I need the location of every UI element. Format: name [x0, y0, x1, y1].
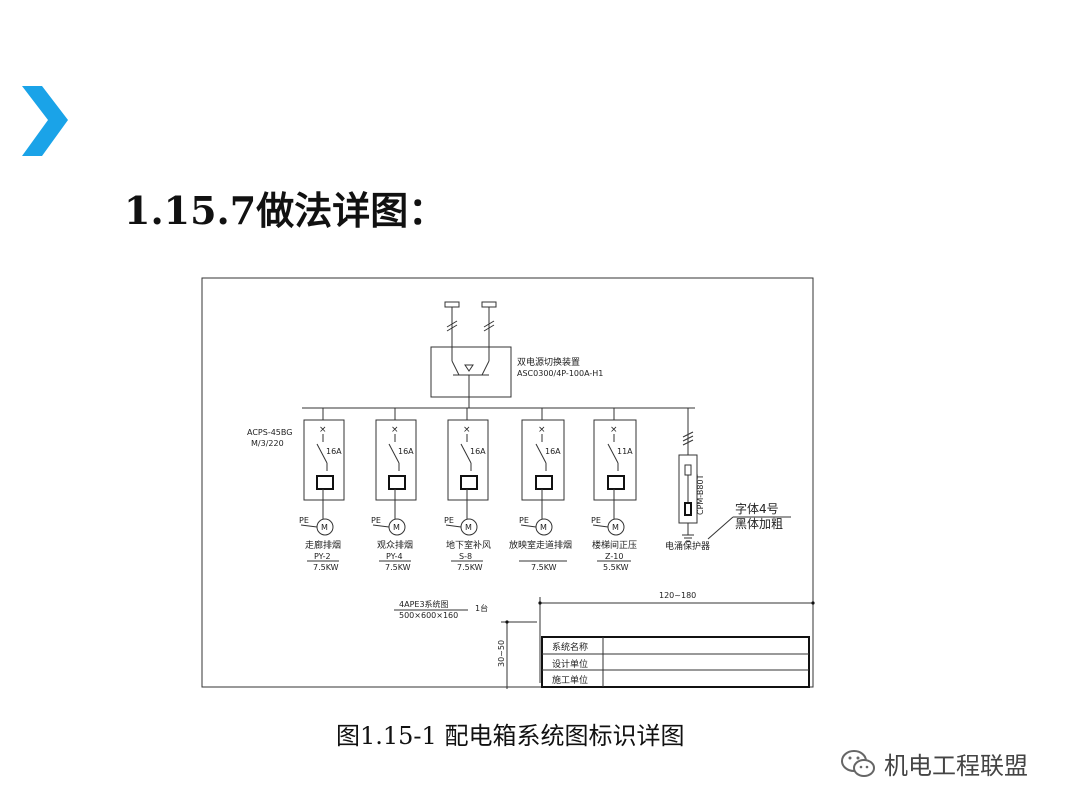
circuit-code: S-8: [459, 552, 472, 561]
incoming-terminal-1: [444, 301, 460, 347]
surge-protector: CPM-B80T 电涌保护器: [665, 408, 710, 552]
watermark: 机电工程联盟: [840, 746, 1028, 781]
box-size: 500×600×160: [399, 611, 458, 620]
pe-label: PE: [591, 516, 601, 525]
slide-title: 1.15.7做法详图：: [124, 188, 447, 233]
pe-label: PE: [371, 516, 381, 525]
motor-label: M: [393, 523, 400, 532]
motor-label: M: [321, 523, 328, 532]
dim-width: 120~180: [659, 591, 696, 600]
title-block-row: 系统名称: [552, 641, 588, 653]
circuit-power: 5.5KW: [603, 563, 629, 572]
pe-label: PE: [299, 516, 309, 525]
circuit-code: PY-2: [314, 552, 331, 561]
circuit-name: 观众排烟: [377, 539, 413, 551]
incoming-terminal-2: [481, 301, 497, 347]
circuit-5: × M PE 11A 楼梯间正压 Z-10 5.5KW: [591, 408, 637, 572]
circuit-name: 楼梯间正压: [592, 539, 637, 551]
circuit-3: × M PE 16A 地下室补风 S-8 7.5KW: [444, 408, 491, 572]
spd-model: CPM-B80T: [696, 474, 705, 515]
box-qty: 1台: [475, 603, 488, 613]
svg-text:×: ×: [538, 425, 546, 435]
circuit-code: PY-4: [386, 552, 403, 561]
circuit-rating: 16A: [398, 447, 414, 456]
circuit-1: × M PE 16A 走廊排烟 PY-2 7.5KW: [299, 408, 345, 572]
circuit-power: 7.5KW: [313, 563, 339, 572]
circuit-code: Z-10: [605, 552, 623, 561]
font-note-line1: 字体4号: [735, 501, 779, 516]
font-note-line2: 黑体加粗: [735, 517, 783, 531]
title-block-row: 设计单位: [552, 658, 588, 670]
svg-text:×: ×: [319, 425, 327, 435]
circuit-name: 地下室补风: [446, 539, 491, 551]
watermark-text: 机电工程联盟: [884, 752, 1028, 780]
box-model-line1: ACPS-45BG: [247, 428, 292, 437]
svg-text:×: ×: [610, 425, 618, 435]
chevron-right-icon: [22, 86, 68, 156]
wechat-icon: [841, 749, 875, 777]
circuit-rating: 16A: [470, 447, 486, 456]
box-name: 4APE3系统图: [399, 599, 449, 609]
title-block-row: 施工单位: [552, 674, 588, 686]
ats-label: 双电源切换装置: [517, 356, 580, 368]
circuit-name: 走廊排烟: [305, 539, 341, 551]
circuit-power: 7.5KW: [531, 563, 557, 572]
circuit-2: × M PE 16A 观众排烟 PY-4 7.5KW: [371, 408, 417, 572]
svg-text:×: ×: [463, 425, 471, 435]
circuit-power: 7.5KW: [385, 563, 411, 572]
box-model-line2: M/3/220: [251, 439, 284, 448]
circuit-rating: 11A: [617, 447, 633, 456]
circuit-4: × M PE 16A 放映室走道排烟 7.5KW: [509, 408, 572, 572]
pe-label: PE: [519, 516, 529, 525]
motor-label: M: [540, 523, 547, 532]
title-block: 系统名称 设计单位 施工单位: [541, 636, 810, 688]
figure-caption: 图1.15-1 配电箱系统图标识详图: [336, 722, 685, 750]
pe-label: PE: [444, 516, 454, 525]
circuit-power: 7.5KW: [457, 563, 483, 572]
ats-model: ASC0300/4P-100A-H1: [517, 369, 603, 378]
ats-switch: [430, 346, 512, 398]
circuit-rating: 16A: [326, 447, 342, 456]
dim-height: 30~50: [497, 640, 506, 667]
circuit-name: 放映室走道排烟: [509, 539, 572, 551]
svg-text:×: ×: [391, 425, 399, 435]
motor-label: M: [612, 523, 619, 532]
distribution-box-diagram: 双电源切换装置 ASC0300/4P-100A-H1 ACPS-45BG M/3…: [201, 277, 815, 689]
spd-name: 电涌保护器: [665, 540, 710, 552]
circuit-rating: 16A: [545, 447, 561, 456]
motor-label: M: [465, 523, 472, 532]
